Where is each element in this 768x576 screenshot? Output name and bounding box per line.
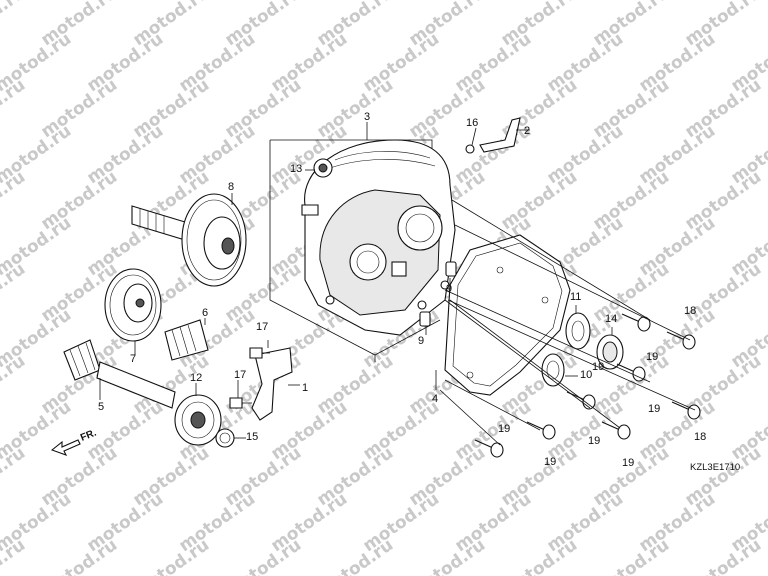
watermark-text: motod.ru	[681, 535, 765, 576]
callout-12: 12	[190, 372, 202, 384]
watermark-text: motod.ru	[129, 535, 213, 576]
oil-seal-11	[565, 312, 591, 350]
callout-9: 9	[446, 283, 452, 295]
callout-18: 18	[694, 431, 706, 443]
bearing-10	[541, 353, 565, 387]
callout-19: 19	[498, 423, 510, 435]
watermark-text: motod.ru	[0, 167, 29, 234]
watermark-text: motod.ru	[313, 535, 397, 576]
drive-shaft	[63, 339, 176, 409]
callout-5: 5	[98, 401, 104, 413]
watermark-text: motod.ru	[221, 535, 305, 576]
bolt-17-upper	[249, 347, 270, 359]
cover-bolts	[474, 313, 701, 458]
bolt-19	[526, 421, 556, 440]
bolt-19	[601, 421, 631, 440]
bearing-12	[174, 394, 222, 446]
watermark-text: motod.ru	[0, 0, 29, 50]
bolt-19	[621, 313, 651, 332]
final-shaft-gear	[131, 193, 247, 287]
callout-19: 19	[622, 457, 634, 469]
watermark-text: motod.ru	[0, 75, 29, 142]
callout-19: 19	[588, 435, 600, 447]
oil-seal-13	[313, 158, 333, 178]
callout-16: 16	[466, 117, 478, 129]
callout-10: 10	[580, 369, 592, 381]
callout-15: 15	[246, 431, 258, 443]
bolt-18	[666, 331, 696, 350]
callout-17: 17	[256, 321, 268, 333]
watermark-text: motod.ru	[497, 535, 581, 576]
tube-clip	[465, 144, 475, 154]
crankcase-cover	[301, 139, 456, 336]
callout-4: 4	[432, 393, 438, 405]
bracket-plate	[251, 347, 293, 421]
bolt-19	[474, 439, 504, 458]
watermark-text: motod.ru	[37, 535, 121, 576]
callout-13: 13	[290, 163, 302, 175]
circlip	[215, 428, 235, 448]
callout-19: 19	[648, 403, 660, 415]
callout-1: 1	[302, 382, 308, 394]
watermark-text: motod.ru	[589, 535, 673, 576]
callout-18: 18	[684, 305, 696, 317]
dowel-pin-upper	[445, 261, 457, 277]
breather-tube	[479, 117, 521, 153]
callout-19: 19	[646, 351, 658, 363]
dowel-pin-lower	[419, 311, 431, 327]
callout-labels: 1234567899101112131415161717181819191919…	[98, 111, 706, 469]
watermark-text: motod.ru	[0, 259, 29, 326]
cover-gasket	[444, 234, 571, 396]
callout-11: 11	[570, 291, 581, 303]
pinion-gear	[164, 319, 209, 361]
diagram-code: KZL3E1710	[690, 462, 740, 473]
countershaft-gear	[104, 268, 162, 342]
callout-3: 3	[364, 111, 370, 123]
watermark-text: motod.ru	[0, 351, 29, 418]
callout-14: 14	[605, 313, 617, 325]
watermark-text: motod.ru	[405, 535, 489, 576]
callout-19: 19	[592, 361, 604, 373]
callout-17: 17	[234, 369, 246, 381]
callout-9: 9	[418, 335, 424, 347]
watermark-text: motod.ru	[0, 443, 29, 510]
oil-seal-14	[596, 334, 624, 370]
callout-6: 6	[202, 307, 208, 319]
bolt-19	[616, 363, 646, 382]
leader-lines	[99, 122, 696, 446]
callout-2: 2	[524, 125, 530, 137]
callout-8: 8	[228, 181, 234, 193]
callout-19: 19	[544, 456, 556, 468]
callout-7: 7	[130, 353, 136, 365]
